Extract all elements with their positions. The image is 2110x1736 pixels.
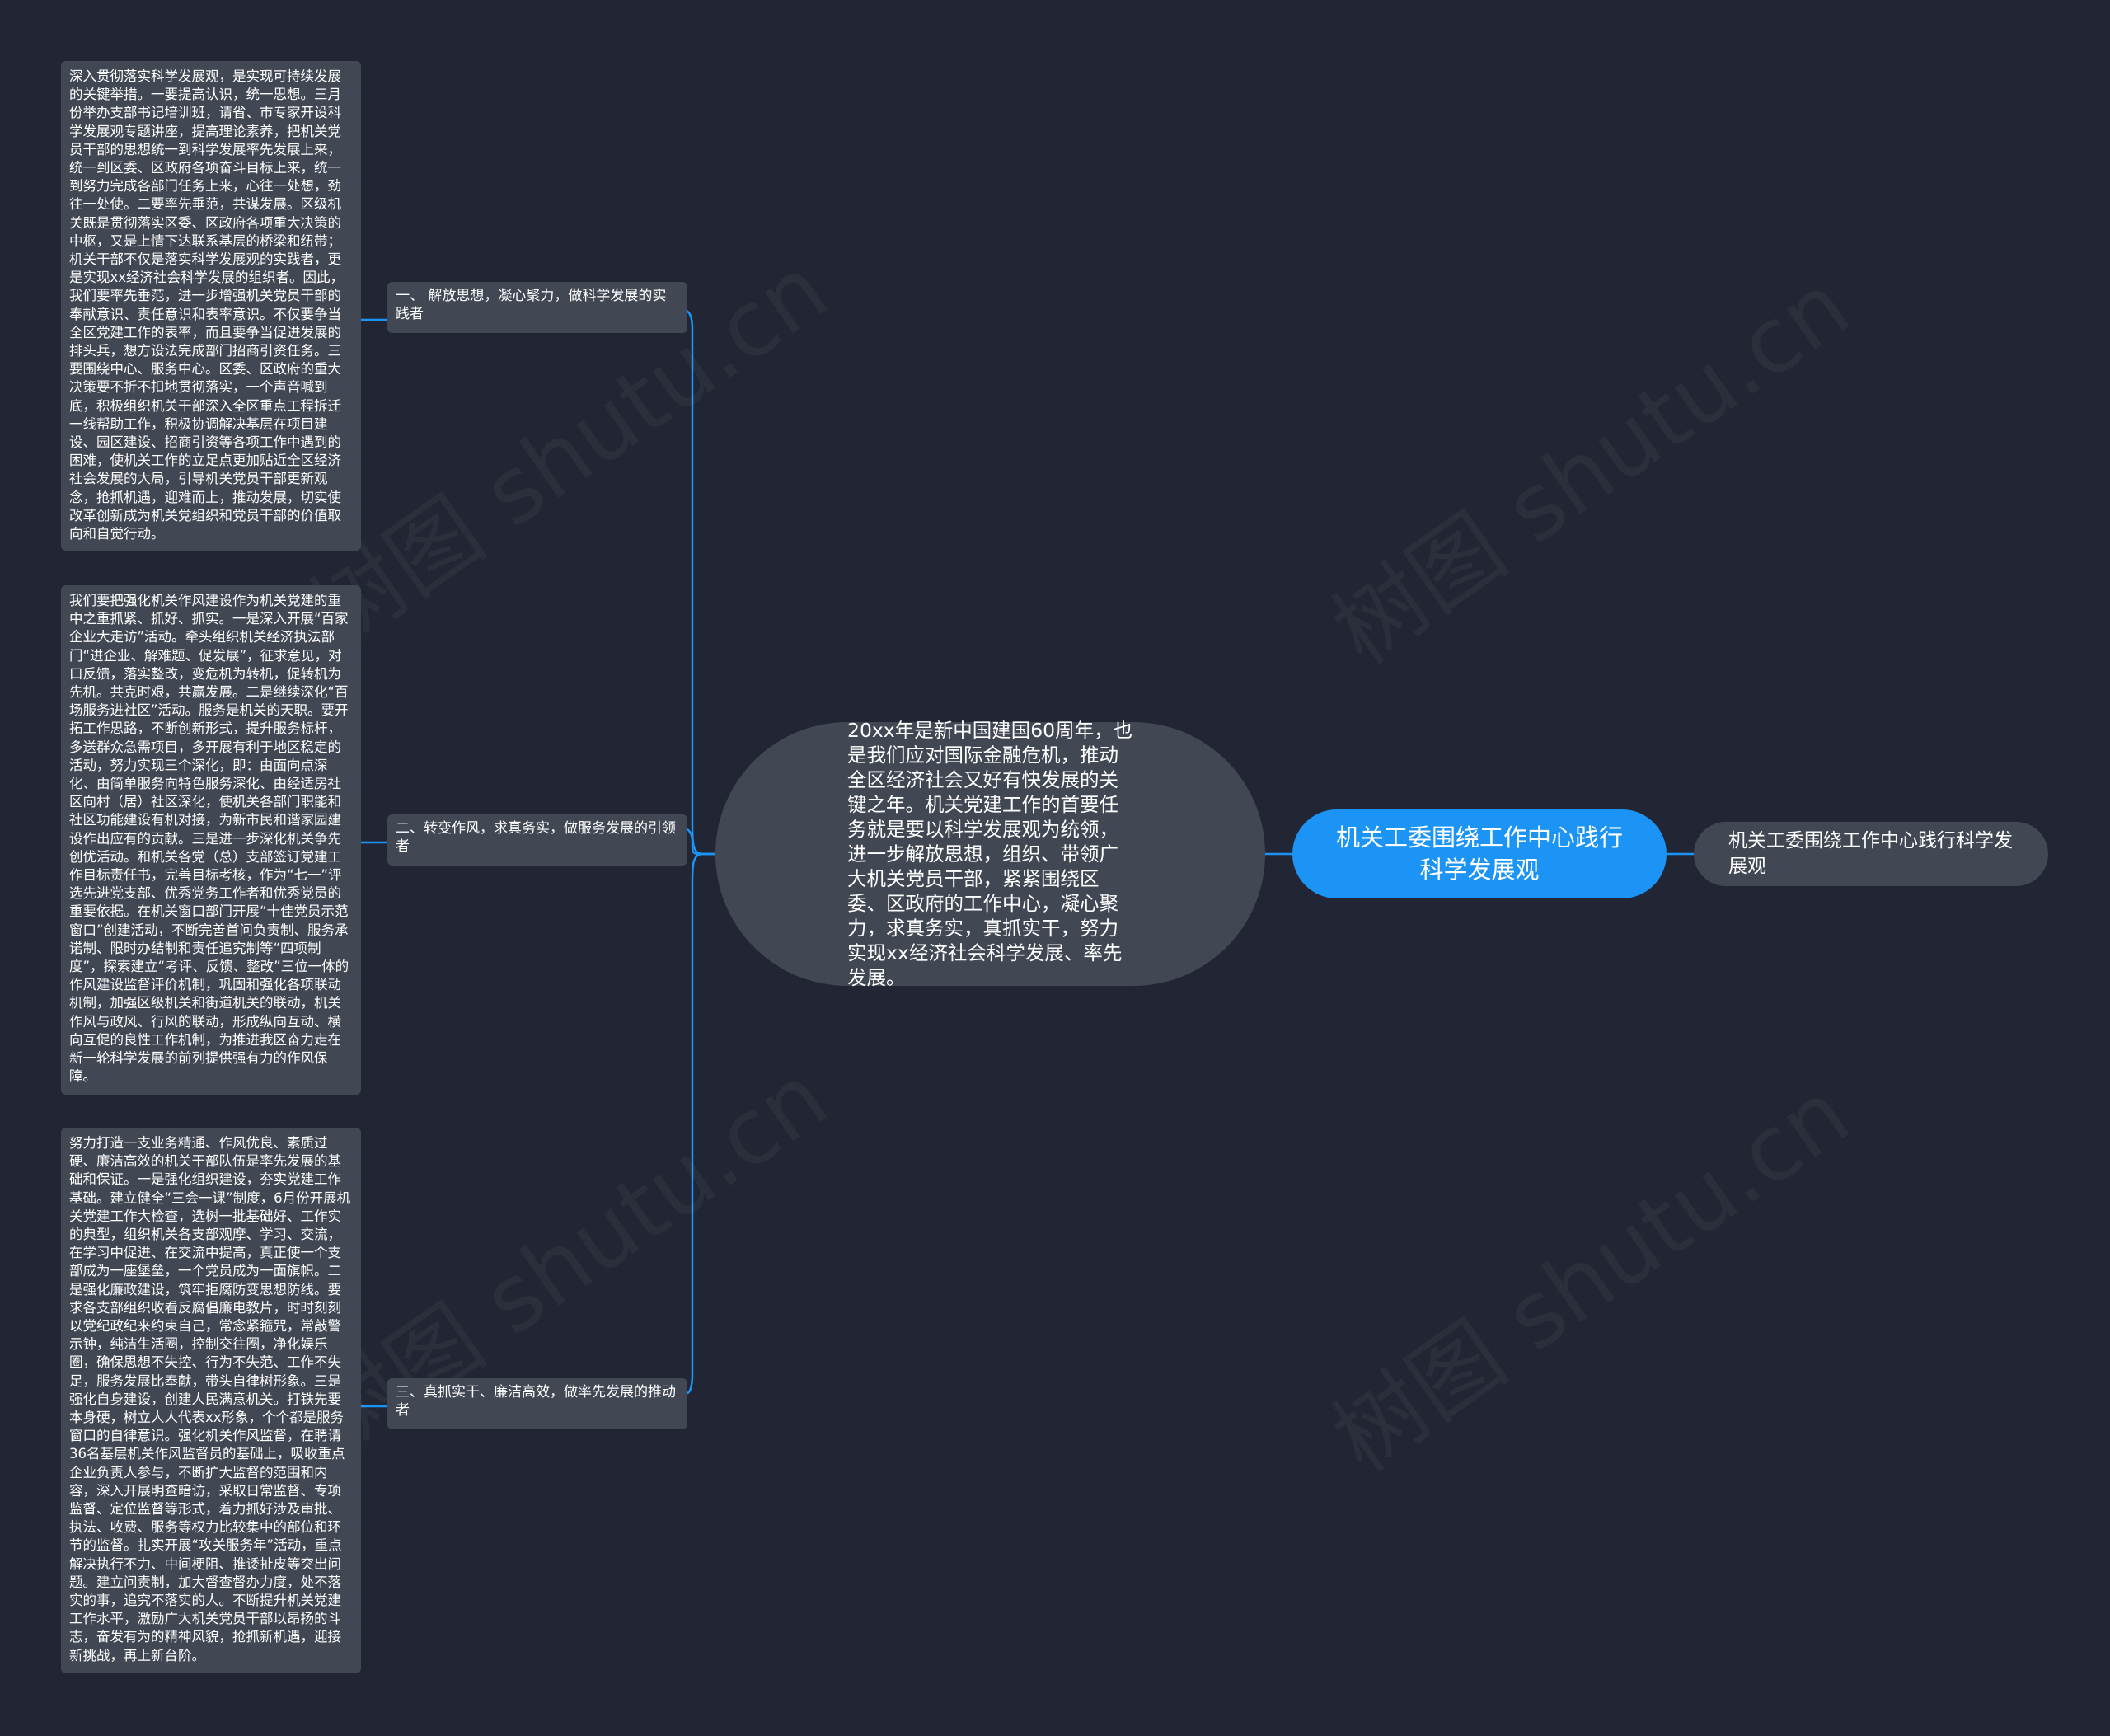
- leaf-detail-text: 我们要把强化机关作风建设作为机关党建的重中之重抓紧、抓好、抓实。一是深入开展“百…: [69, 593, 349, 1085]
- right-subtopic[interactable]: 机关工委围绕工作中心践行科学发展观: [1694, 822, 2048, 886]
- branch-label: 三、真抓实干、廉洁高效，做率先发展的推动者: [396, 1384, 676, 1419]
- branch-label: 一、 解放思想，凝心聚力，做科学发展的实践者: [396, 288, 667, 322]
- root-topic-label: 机关工委围绕工作中心践行科学发展观: [1335, 823, 1623, 884]
- center-summary-node[interactable]: 20xx年是新中国建国60周年，也是我们应对国际金融危机，推动全区经济社会又好有…: [715, 719, 1265, 989]
- center-summary-text: 20xx年是新中国建国60周年，也是我们应对国际金融危机，推动全区经济社会又好有…: [847, 719, 1133, 989]
- branch-label: 二、转变作风，求真务实，做服务发展的引领者: [396, 820, 676, 855]
- branch-node-1[interactable]: 一、 解放思想，凝心聚力，做科学发展的实践者: [387, 282, 687, 333]
- leaf-detail-text: 努力打造一支业务精通、作风优良、素质过硬、廉洁高效的机关干部队伍是率先发展的基础…: [69, 1135, 351, 1663]
- right-subtopic-label: 机关工委围绕工作中心践行科学发展观: [1728, 830, 2013, 877]
- root-topic[interactable]: 机关工委围绕工作中心践行科学发展观: [1292, 809, 1667, 898]
- connector-center-branch-2: [687, 828, 715, 856]
- branch-node-2[interactable]: 二、转变作风，求真务实，做服务发展的引领者: [387, 814, 687, 866]
- leaf-detail-1[interactable]: 深入贯彻落实科学发展观，是实现可持续发展的关键举措。一要提高认识，统一思想。三月…: [61, 61, 361, 551]
- leaf-detail-3[interactable]: 努力打造一支业务精通、作风优良、素质过硬、廉洁高效的机关干部队伍是率先发展的基础…: [61, 1128, 361, 1673]
- leaf-detail-text: 深入贯彻落实科学发展观，是实现可持续发展的关键举措。一要提高认识，统一思想。三月…: [69, 68, 345, 542]
- connector-center-branch-3: [687, 852, 715, 1395]
- leaf-detail-2[interactable]: 我们要把强化机关作风建设作为机关党建的重中之重抓紧、抓好、抓实。一是深入开展“百…: [61, 585, 361, 1095]
- branch-node-3[interactable]: 三、真抓实干、廉洁高效，做率先发展的推动者: [387, 1378, 687, 1429]
